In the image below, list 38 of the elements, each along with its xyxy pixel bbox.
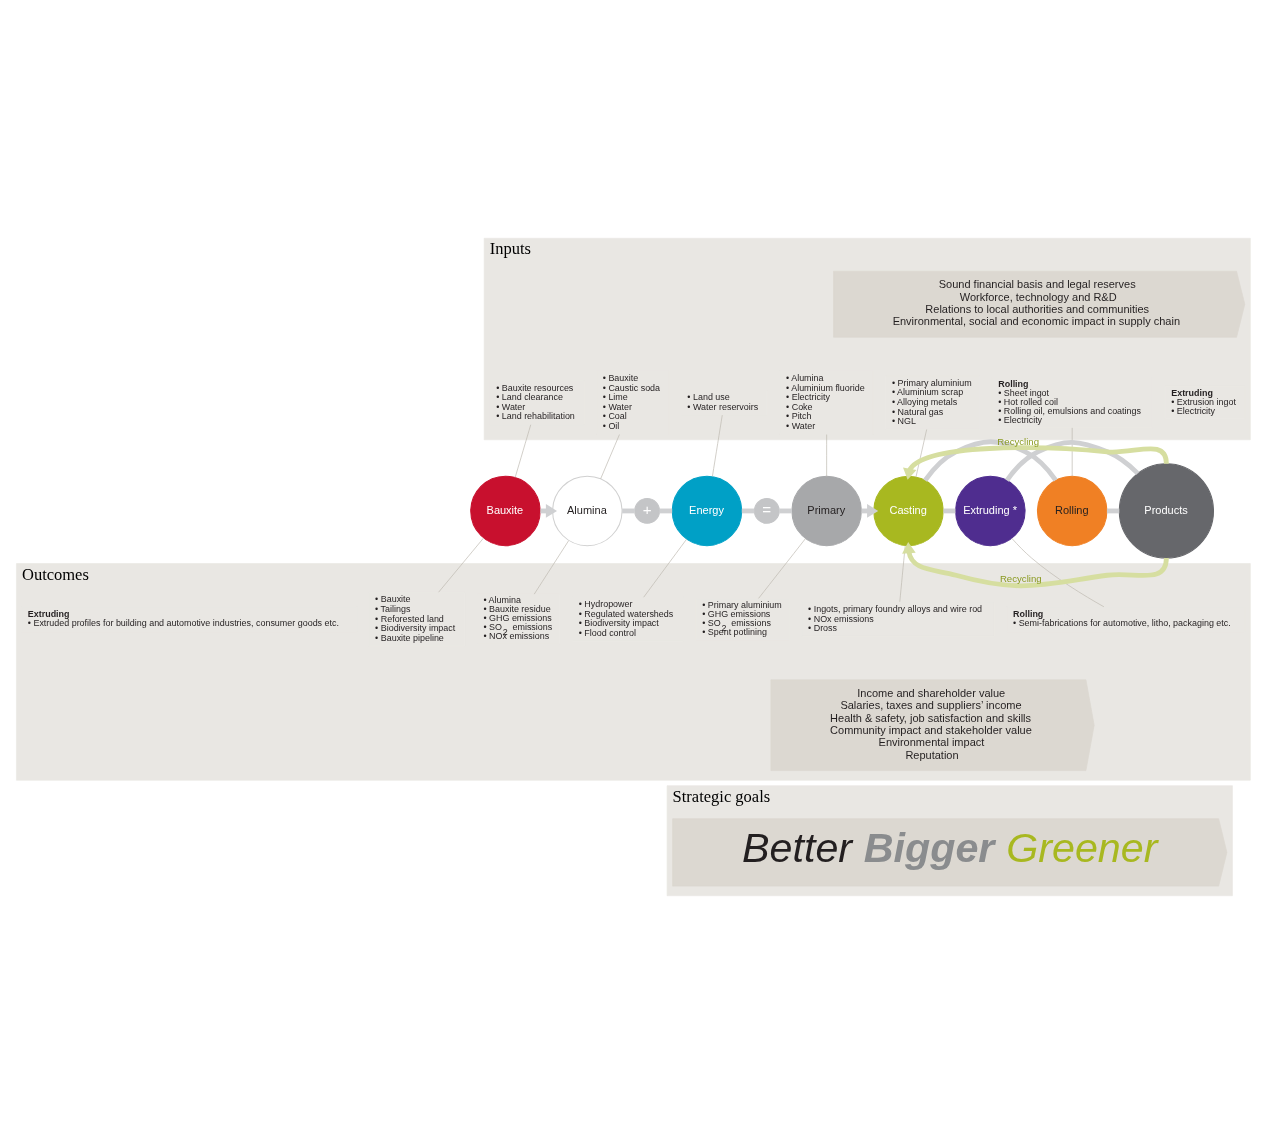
connector — [758, 537, 806, 599]
node-text: Rolling • Sheet ingot • Hot rolled coil • Rolling oil, emulsions and coatings • Electricity — [998, 378, 1141, 424]
node-circle: Primary — [791, 475, 862, 546]
node-circle: = — [753, 497, 780, 524]
connector — [438, 537, 484, 593]
connector — [826, 433, 827, 477]
node-text: • Bauxite • Caustic soda • Lime • Water • Coal • Oil — [602, 372, 661, 431]
arrow — [903, 444, 1169, 480]
edge-label: Recycling — [999, 572, 1042, 584]
connector — [514, 423, 532, 478]
node-circle: + — [634, 497, 661, 524]
connector — [915, 428, 927, 477]
node-circle: Alumina — [552, 475, 623, 546]
node-text: Rolling • Semi-fabrications for automotive, litho, packaging etc. — [1013, 608, 1231, 628]
node-circle: Energy — [671, 475, 743, 546]
node-circle: Casting — [873, 475, 944, 546]
node-circle: Extruding * — [955, 475, 1026, 546]
connector — [1005, 439, 1140, 482]
node-text: Extruding • Extrusion ingot • Electricity — [1171, 387, 1236, 416]
node-text: • Land use • Water reservoirs — [687, 391, 759, 412]
connector — [600, 433, 620, 479]
node-text: • Primary aluminium • Aluminium scrap • Alloying metals • Natural gas • NGL — [891, 377, 972, 426]
node-text: Extruding • Extruded profiles for building and automotive industries, consumer goods etc. — [27, 608, 339, 628]
connector — [643, 538, 687, 598]
connector — [712, 414, 723, 477]
node-text: • Hydropower • Regulated watersheds • Biodiversity impact • Flood control — [578, 598, 674, 638]
node-text: • Bauxite resources • Land clearance • Water • Land rehabilitation — [496, 382, 575, 421]
connector — [1071, 427, 1073, 476]
node-circle: Products — [1118, 462, 1215, 559]
node-text: • Alumina • Aluminium fluoride • Electricity • Coke • Pitch • Water — [786, 372, 865, 431]
node-circle: Bauxite — [470, 475, 541, 546]
node-text: • Bauxite • Tailings • Reforested land • Biodiversity impact • Bauxite pipeline — [375, 593, 456, 643]
connector — [1011, 537, 1105, 607]
node-circle: Rolling — [1036, 475, 1108, 546]
connector — [923, 438, 1058, 482]
connector — [899, 544, 906, 602]
node-text: • Ingots, primary foundry alloys and wire rod • NOx emissions • Dross — [808, 603, 983, 633]
connector — [533, 539, 570, 594]
